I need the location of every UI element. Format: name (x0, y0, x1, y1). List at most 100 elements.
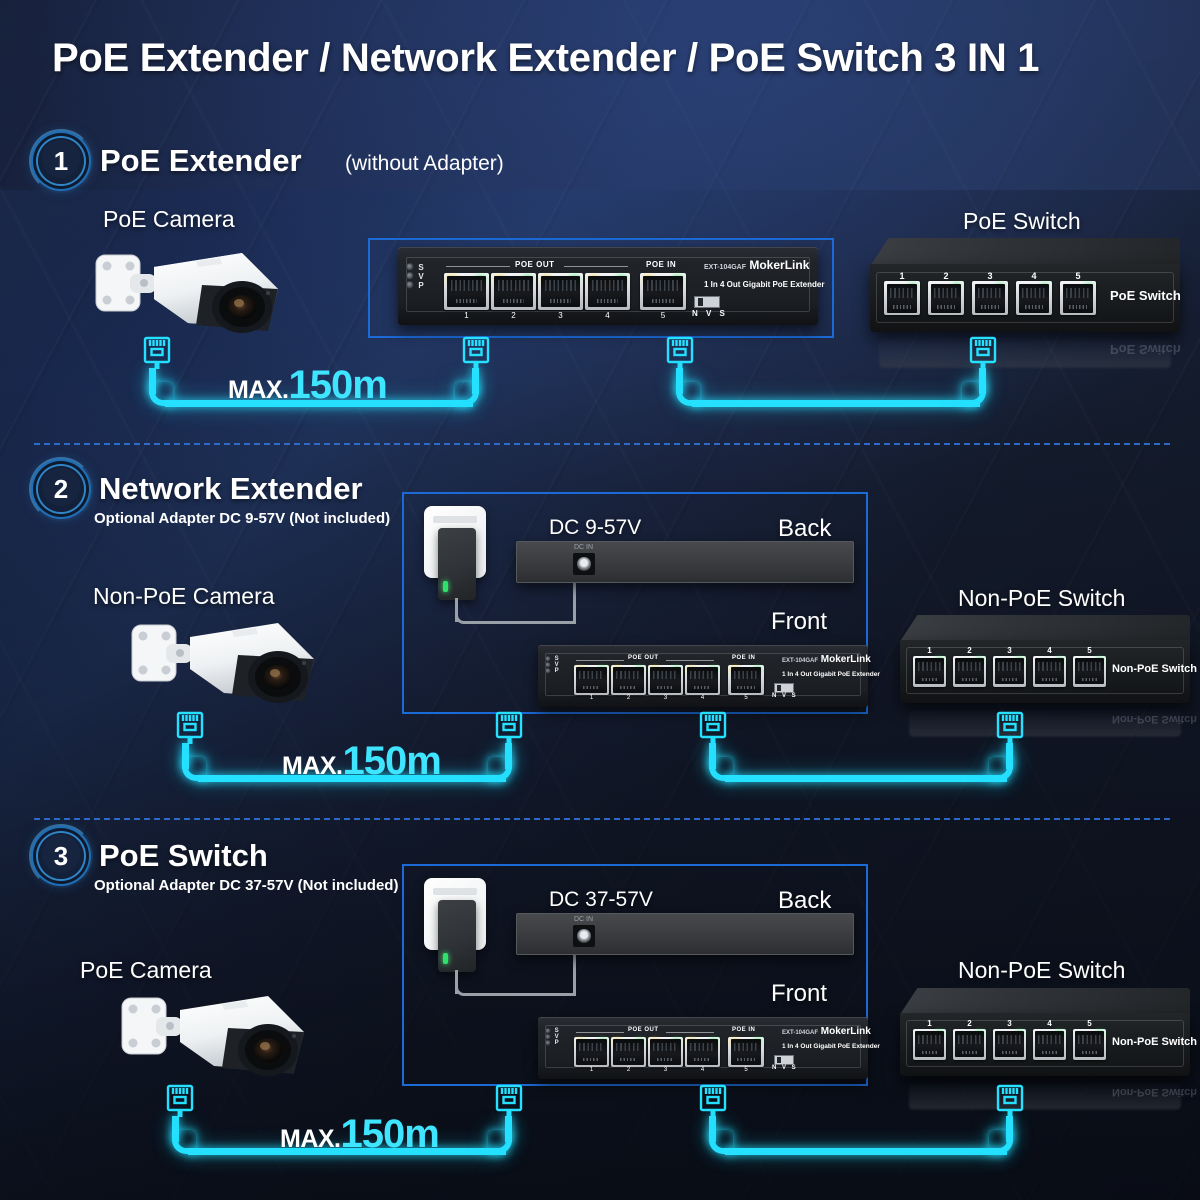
cable-3b-horizontal (725, 1148, 1007, 1155)
extender-poe-out-ports-2[interactable] (574, 665, 720, 695)
switch-port-number-5-s2: 5 (1087, 645, 1092, 655)
extender-poe-in-port-2[interactable] (728, 665, 764, 695)
dip-switch-2[interactable] (774, 683, 794, 693)
switch-port-2[interactable] (928, 281, 964, 316)
switch-port-1-s2[interactable] (913, 655, 946, 687)
cable-1b-vertical (676, 368, 683, 394)
rj45-connector-extender-in-2 (698, 711, 728, 745)
extender-port-5-s2[interactable] (728, 665, 764, 695)
extender-port-3-s2[interactable] (648, 665, 683, 695)
extender-model-1: EXT-104GAF (704, 264, 747, 271)
extender-port-5-s3[interactable] (728, 1037, 764, 1067)
rj45-connector-extender-out-2 (494, 711, 524, 745)
dc-in-label-3: DC IN (574, 916, 594, 923)
cable-2a-vertical (182, 743, 189, 769)
poe-camera-3 (118, 988, 314, 1096)
cable-distance-label-2: MAX.150m (282, 739, 442, 784)
cable-3a-corner-left (172, 1130, 196, 1154)
adapter-led-2 (443, 581, 448, 592)
switch-port-4[interactable] (1016, 281, 1052, 316)
cable-2a-vertical-right (505, 743, 512, 769)
adapter-cord-2-h (468, 621, 576, 624)
dc-in-port-3[interactable] (573, 925, 595, 947)
led-label-p-3: P (554, 1040, 559, 1047)
extender-model-2: EXT-104GAF (782, 658, 819, 664)
dip-switch-1[interactable] (694, 296, 720, 308)
switch-port-3[interactable] (972, 281, 1008, 316)
switch-port-4-s2[interactable] (1033, 655, 1066, 687)
extender-port-3-s3[interactable] (648, 1037, 683, 1067)
led-indicator-v-icon-2 (544, 662, 551, 669)
section-3-switch-label: Non-PoE Switch (958, 957, 1126, 983)
cable-3b-vertical (709, 1116, 716, 1142)
extender-brand-3: EXT-104GAF MokerLink (782, 1026, 871, 1037)
switch-ports-2[interactable] (913, 655, 1106, 687)
led-indicator-p-icon (406, 281, 415, 290)
switch-panel-text-3: Non-PoE Switch (1112, 1035, 1197, 1048)
extender-port-4-s3[interactable] (685, 1037, 720, 1067)
switch-port-number-1-s2: 1 (927, 645, 932, 655)
section-1-switch-label: PoE Switch (963, 208, 1081, 234)
switch-port-1-s3[interactable] (913, 1028, 946, 1060)
section-1-highlight-box (368, 238, 834, 338)
section-3-title: PoE Switch (99, 838, 268, 873)
adapter-led-3 (443, 953, 448, 964)
extender-brand-2: EXT-104GAF MokerLink (782, 654, 871, 665)
switch-front-face-1: 1 2 3 4 5 PoE Switch (870, 264, 1181, 332)
section-3-highlight-box (402, 864, 868, 1086)
extender-poe-out-ports-1[interactable] (444, 273, 630, 310)
extender-poe-in-port-1[interactable] (640, 273, 686, 310)
cable-3a-corner-right (488, 1130, 512, 1154)
cable-3b-corner-left (709, 1130, 733, 1154)
switch-ports-1[interactable] (884, 281, 1096, 316)
cable-3a-vertical-right (505, 1116, 512, 1142)
adapter-cord-2-to-dc (573, 580, 576, 623)
extender-port-2[interactable] (491, 273, 536, 310)
switch-port-5-s3[interactable] (1073, 1028, 1106, 1060)
dip-switch-labels-2: N V S (772, 693, 798, 699)
switch-port-3-s2[interactable] (993, 655, 1026, 687)
led-label-v: V (418, 271, 424, 281)
section-divider-1 (34, 443, 1170, 445)
switch-port-number-1-s3: 1 (927, 1018, 932, 1028)
cable-2b-vertical-right (1006, 743, 1013, 769)
section-3-voltage-label: DC 37-57V (549, 888, 653, 911)
switch-front-face-3: 1 2 3 4 5 Non-PoE Switch (900, 1012, 1197, 1076)
led-label-p: P (418, 280, 424, 290)
dip-switch-3[interactable] (774, 1055, 794, 1065)
switch-port-2-s2[interactable] (953, 655, 986, 687)
poe-out-group-label-3: POE OUT (628, 1027, 659, 1033)
switch-panel-2 (905, 647, 1185, 695)
rj45-connector-camera-1 (142, 336, 172, 370)
extender-port-4[interactable] (585, 273, 630, 310)
port-number-3-s3: 3 (663, 1067, 668, 1073)
switch-port-3-s3[interactable] (993, 1028, 1026, 1060)
switch-port-1[interactable] (884, 281, 920, 316)
extender-port-1[interactable] (444, 273, 489, 310)
switch-port-5-s2[interactable] (1073, 655, 1106, 687)
dc-in-port-2[interactable] (573, 553, 595, 575)
extender-port-1-s3[interactable] (574, 1037, 609, 1067)
cable-3b-corner-right (989, 1130, 1013, 1154)
extender-poe-in-port-3[interactable] (728, 1037, 764, 1067)
non-poe-camera-2 (128, 615, 324, 723)
switch-port-number-1: 1 (899, 271, 905, 282)
extender-port-2-s2[interactable] (611, 665, 646, 695)
extender-led-group-2: S V P (544, 656, 559, 675)
switch-port-number-2: 2 (943, 271, 949, 282)
switch-ports-3[interactable] (913, 1028, 1106, 1060)
switch-port-2-s3[interactable] (953, 1028, 986, 1060)
extender-port-1-s2[interactable] (574, 665, 609, 695)
switch-port-5[interactable] (1060, 281, 1096, 316)
extender-port-2-s3[interactable] (611, 1037, 646, 1067)
extender-brand-name-3: MokerLink (820, 1026, 871, 1037)
cable-2a-horizontal (198, 775, 506, 782)
rj45-connector-switch-1 (968, 336, 998, 370)
section-2-badge: 2 (29, 457, 93, 521)
extender-port-4-s2[interactable] (685, 665, 720, 695)
extender-poe-out-ports-3[interactable] (574, 1037, 720, 1067)
extender-port-5[interactable] (640, 273, 686, 310)
switch-port-4-s3[interactable] (1033, 1028, 1066, 1060)
extender-port-3[interactable] (538, 273, 583, 310)
section-2-number: 2 (53, 473, 69, 504)
